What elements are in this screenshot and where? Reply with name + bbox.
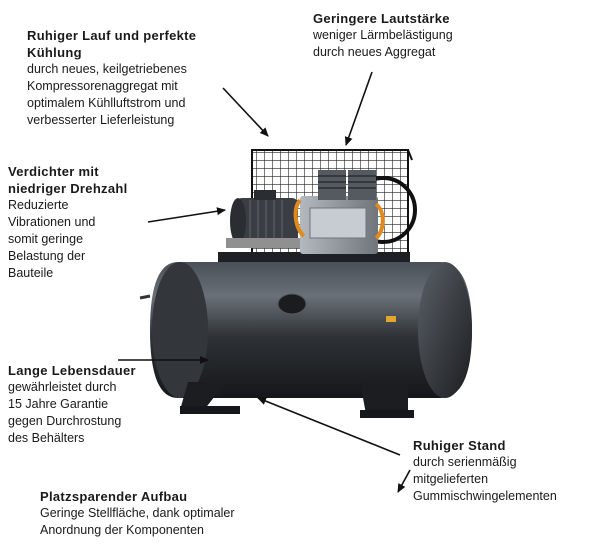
- callout-stand: Ruhiger Stand durch serienmäßig mitgelie…: [413, 437, 598, 505]
- callout-lifetime-desc-line: 15 Jahre Garantie: [8, 397, 109, 411]
- callout-cooling-desc: durch neues, keilgetriebenes Kompressore…: [27, 61, 257, 129]
- callout-cooling-desc-line: verbesserter Lieferleistung: [27, 113, 175, 127]
- callout-lifetime: Lange Lebensdauer gewährleistet durch 15…: [8, 362, 168, 447]
- air-tank: [139, 262, 472, 398]
- callout-space-desc-line: Geringe Stellfläche, dank optimaler: [40, 506, 235, 520]
- callout-speed-desc-line: Belastung der: [8, 249, 86, 263]
- callout-speed-desc-line: somit geringe: [8, 232, 84, 246]
- callout-space-desc: Geringe Stellfläche, dank optimaler Anor…: [40, 505, 320, 539]
- callout-speed-title-line2: niedriger Drehzahl: [8, 181, 128, 196]
- callout-speed-desc: Reduzierte Vibrationen und somit geringe…: [8, 197, 168, 282]
- callout-space-desc-line: Anordnung der Komponenten: [40, 523, 205, 537]
- callout-lifetime-desc-line: des Behälters: [8, 431, 85, 445]
- callout-cooling-desc-line: Kompressorenaggregat mit: [27, 79, 178, 93]
- callout-space-title: Platzsparender Aufbau: [40, 489, 188, 504]
- callout-speed-desc-line: Vibrationen und: [8, 215, 96, 229]
- callout-lifetime-desc: gewährleistet durch 15 Jahre Garantie ge…: [8, 379, 168, 447]
- callout-cooling: Ruhiger Lauf und perfekte Kühlung durch …: [27, 27, 257, 129]
- callout-cooling-title-line1: Ruhiger Lauf und perfekte: [27, 28, 197, 43]
- callout-noise-desc: weniger Lärmbelästigung durch neues Aggr…: [313, 27, 513, 61]
- electric-motor: [226, 190, 306, 248]
- callout-noise-desc-line: durch neues Aggregat: [313, 45, 436, 59]
- callout-stand-title: Ruhiger Stand: [413, 438, 506, 453]
- callout-space: Platzsparender Aufbau Geringe Stellfläch…: [40, 488, 320, 539]
- callout-cooling-title: Ruhiger Lauf und perfekte Kühlung: [27, 27, 257, 61]
- callout-noise-desc-line: weniger Lärmbelästigung: [313, 28, 453, 42]
- callout-lifetime-desc-line: gewährleistet durch: [8, 380, 117, 394]
- callout-speed: Verdichter mit niedriger Drehzahl Reduzi…: [8, 163, 168, 282]
- callout-noise-title: Geringere Lautstärke: [313, 11, 450, 26]
- callout-speed-title-line1: Verdichter mit: [8, 164, 99, 179]
- callout-stand-desc: durch serienmäßig mitgelieferten Gummisc…: [413, 454, 598, 505]
- callout-cooling-desc-line: durch neues, keilgetriebenes: [27, 62, 187, 76]
- callout-lifetime-desc-line: gegen Durchrostung: [8, 414, 122, 428]
- callout-stand-desc-line: Gummischwingelementen: [413, 489, 557, 503]
- compressor-pump: [293, 170, 385, 254]
- arrow-cooling: [222, 87, 269, 137]
- tank-feet: [180, 382, 414, 418]
- callout-stand-desc-line: durch serienmäßig: [413, 455, 517, 469]
- callout-speed-desc-line: Bauteile: [8, 266, 54, 280]
- arrow-stand-bottom: [397, 469, 411, 493]
- arrow-noise: [344, 71, 373, 146]
- callout-cooling-title-line2: Kühlung: [27, 45, 82, 60]
- callout-lifetime-title: Lange Lebensdauer: [8, 363, 136, 378]
- callout-speed-desc-line: Reduzierte: [8, 198, 69, 212]
- arrow-stand-top: [257, 397, 401, 456]
- callout-noise: Geringere Lautstärke weniger Lärmbelästi…: [313, 10, 513, 61]
- callout-cooling-desc-line: optimalem Kühlluftstrom und: [27, 96, 186, 110]
- arrow-speed: [147, 207, 226, 223]
- callout-stand-desc-line: mitgelieferten: [413, 472, 489, 486]
- callout-arrows: [118, 71, 411, 493]
- callout-speed-title: Verdichter mit niedriger Drehzahl: [8, 163, 168, 197]
